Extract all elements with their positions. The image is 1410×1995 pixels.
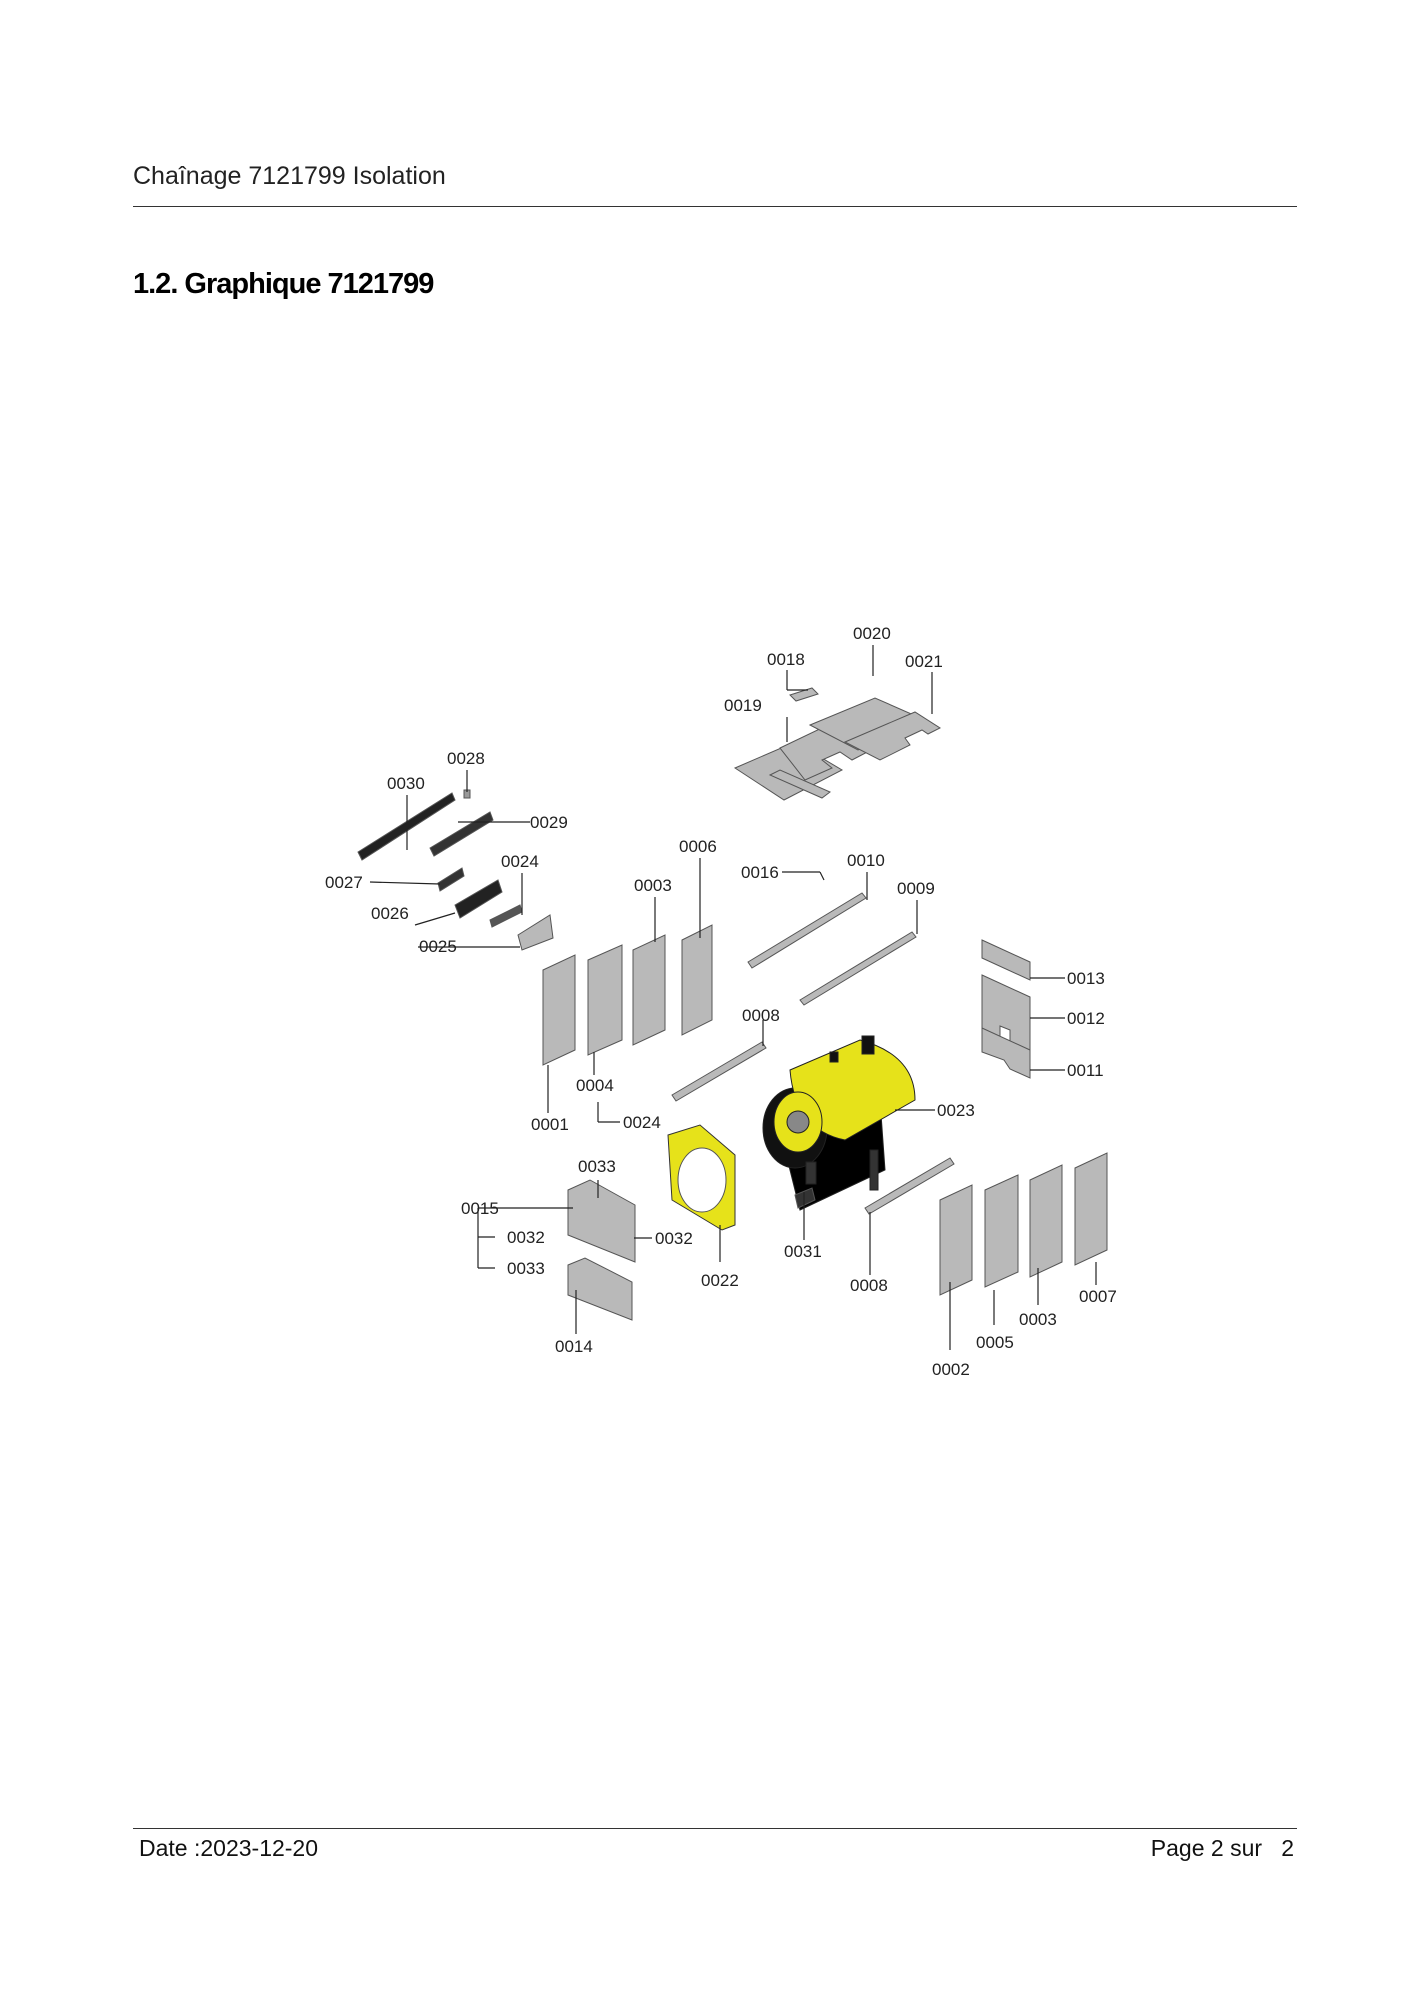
label-0033-top: 0033	[578, 1157, 616, 1176]
rail-0029	[429, 811, 494, 857]
label-0012: 0012	[1067, 1009, 1105, 1028]
label-0014: 0014	[555, 1337, 593, 1356]
bracket-0031	[794, 1187, 816, 1209]
header-divider	[133, 206, 1297, 207]
leader-lines	[369, 645, 1097, 1350]
heater-body-0023	[762, 1035, 916, 1211]
label-0008-mid: 0008	[742, 1006, 780, 1025]
label-0028: 0028	[447, 749, 485, 768]
label-0026: 0026	[371, 904, 409, 923]
label-0027: 0027	[325, 873, 363, 892]
label-0002: 0002	[932, 1360, 970, 1379]
label-0015: 0015	[461, 1199, 499, 1218]
rail-0010	[747, 892, 867, 969]
label-0009: 0009	[897, 879, 935, 898]
label-0031: 0031	[784, 1242, 822, 1261]
label-0016: 0016	[741, 863, 779, 882]
panel-0007	[1074, 1152, 1108, 1266]
label-0022: 0022	[701, 1271, 739, 1290]
document-header: Chaînage 7121799 Isolation	[133, 162, 446, 190]
section-title: 1.2. Graphique 7121799	[133, 268, 434, 300]
plate-0013	[981, 939, 1031, 981]
plate-0014	[567, 1257, 633, 1321]
clip-0024a	[489, 904, 523, 928]
rail-0027	[437, 867, 465, 892]
footer-divider	[133, 1828, 1297, 1829]
label-0020: 0020	[853, 624, 891, 643]
label-0003-bottom: 0003	[1019, 1310, 1057, 1329]
label-0021: 0021	[905, 652, 943, 671]
label-0024-mid: 0024	[623, 1113, 661, 1132]
plate-0021-u	[843, 711, 942, 761]
panel-0001	[542, 954, 576, 1066]
label-0029: 0029	[530, 813, 568, 832]
label-0008-bottom: 0008	[850, 1276, 888, 1295]
rail-0008b	[864, 1157, 955, 1215]
panel-0003a	[632, 934, 666, 1046]
plate-0025	[517, 914, 554, 951]
frame-0022	[667, 1124, 736, 1231]
footer-date: Date :2023-12-20	[139, 1835, 319, 1861]
label-0032-left: 0032	[507, 1228, 545, 1247]
page-prefix: Page 2 sur	[1150, 1835, 1263, 1861]
label-0032-right: 0032	[655, 1229, 693, 1248]
panel-0003b	[1029, 1164, 1063, 1278]
panel-0005	[984, 1174, 1019, 1288]
label-0024-top: 0024	[501, 852, 539, 871]
label-0006: 0006	[679, 837, 717, 856]
plate-0015	[567, 1179, 636, 1263]
label-0007: 0007	[1079, 1287, 1117, 1306]
label-0001: 0001	[531, 1115, 569, 1134]
part-labels: 0020 0018 0021 0019 0028 0030 0029 0006 …	[325, 624, 1117, 1379]
plate-0011	[981, 1027, 1031, 1079]
label-0005: 0005	[976, 1333, 1014, 1352]
label-0013: 0013	[1067, 969, 1105, 988]
label-0018: 0018	[767, 650, 805, 669]
label-0003-top: 0003	[634, 876, 672, 895]
rail-0016	[768, 769, 831, 799]
panel-0004	[587, 944, 623, 1056]
label-0023: 0023	[937, 1101, 975, 1120]
footer-page-number: Page 2 sur 2	[1151, 1835, 1294, 1862]
label-0010: 0010	[847, 851, 885, 870]
panel-0002	[939, 1184, 973, 1296]
label-0019: 0019	[724, 696, 762, 715]
rail-0008a	[671, 1041, 767, 1102]
label-0030: 0030	[387, 774, 425, 793]
label-0004: 0004	[576, 1076, 614, 1095]
rail-0009	[799, 931, 917, 1006]
label-0011: 0011	[1067, 1061, 1104, 1080]
page-total: 2	[1281, 1835, 1294, 1861]
label-0033-left: 0033	[507, 1259, 545, 1278]
parts-shapes	[357, 687, 1108, 1321]
label-0025: 0025	[419, 937, 457, 956]
bracket-0026	[454, 879, 503, 919]
panel-0006	[681, 924, 713, 1036]
